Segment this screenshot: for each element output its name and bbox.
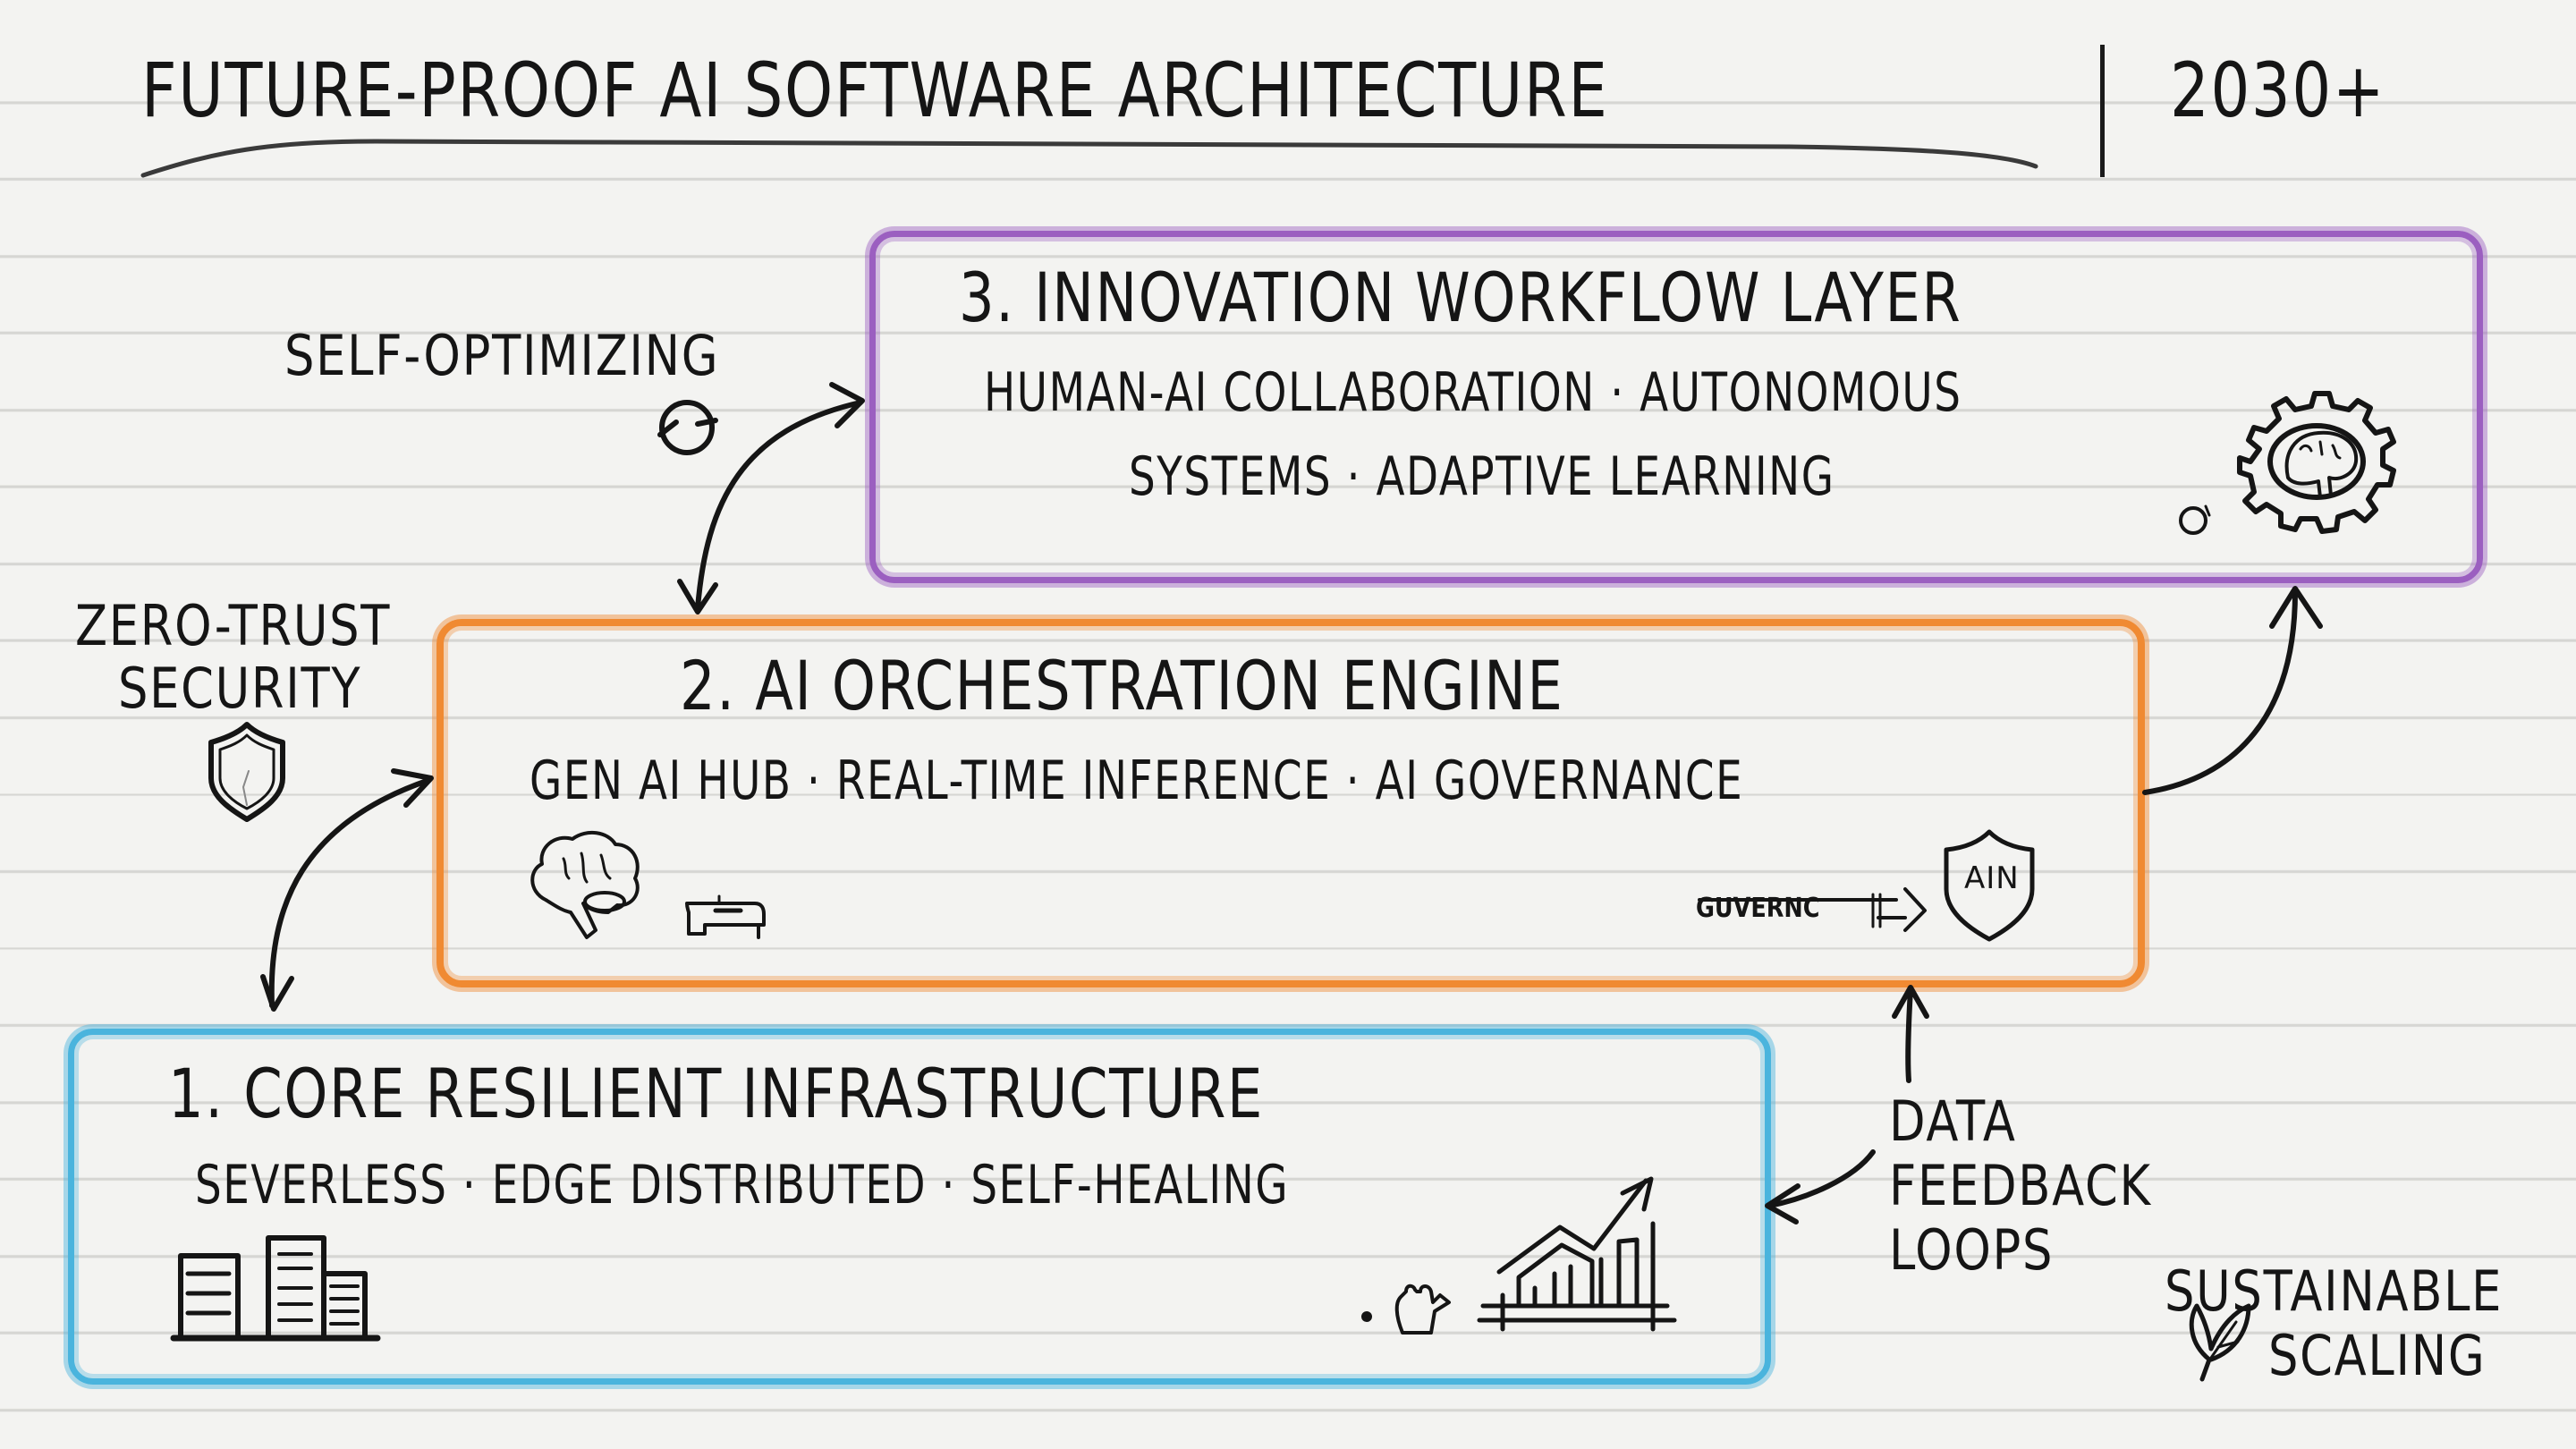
ai-shield-label: AIN	[1964, 860, 2020, 896]
layer-1-subtitle: Severless · Edge Distributed · Self-Heal…	[195, 1154, 1290, 1216]
annotation-security: Security	[118, 656, 362, 721]
annotation-sustainable: Sustainable	[2165, 1258, 2504, 1324]
annotation-scaling: Scaling	[2268, 1323, 2487, 1388]
layer-2-subtitle: Gen AI Hub · Real-Time Inference · AI Go…	[530, 750, 1744, 812]
governance-arrow-label: Guvernc	[1696, 893, 1820, 924]
layer-3-subtitle-line-1: Human-AI Collaboration · Autonomous	[984, 361, 1962, 424]
annotation-data: Data	[1889, 1089, 2017, 1154]
annotation-loops: Loops	[1889, 1217, 2055, 1283]
layer-3-innovation-workflow-box	[869, 231, 2483, 583]
annotation-feedback: Feedback	[1889, 1153, 2152, 1218]
layer-3-title: 3. Innovation Workflow Layer	[959, 258, 1962, 337]
layer-1-title: 1. Core Resilient Infrastructure	[168, 1054, 1265, 1133]
title-separator	[2100, 45, 2105, 177]
layer-2-title: 2. AI Orchestration Engine	[680, 646, 1564, 725]
annotation-zero-trust: Zero-Trust	[75, 593, 392, 658]
title-year: 2030+	[2170, 47, 2386, 134]
page-title: Future-Proof AI Software Architecture	[141, 47, 1609, 134]
layer-2-ai-orchestration-box	[436, 619, 2145, 987]
layer-3-subtitle-line-2: Systems · Adaptive Learning	[1129, 445, 1835, 508]
annotation-self-optimizing: Self-Optimizing	[284, 323, 720, 388]
